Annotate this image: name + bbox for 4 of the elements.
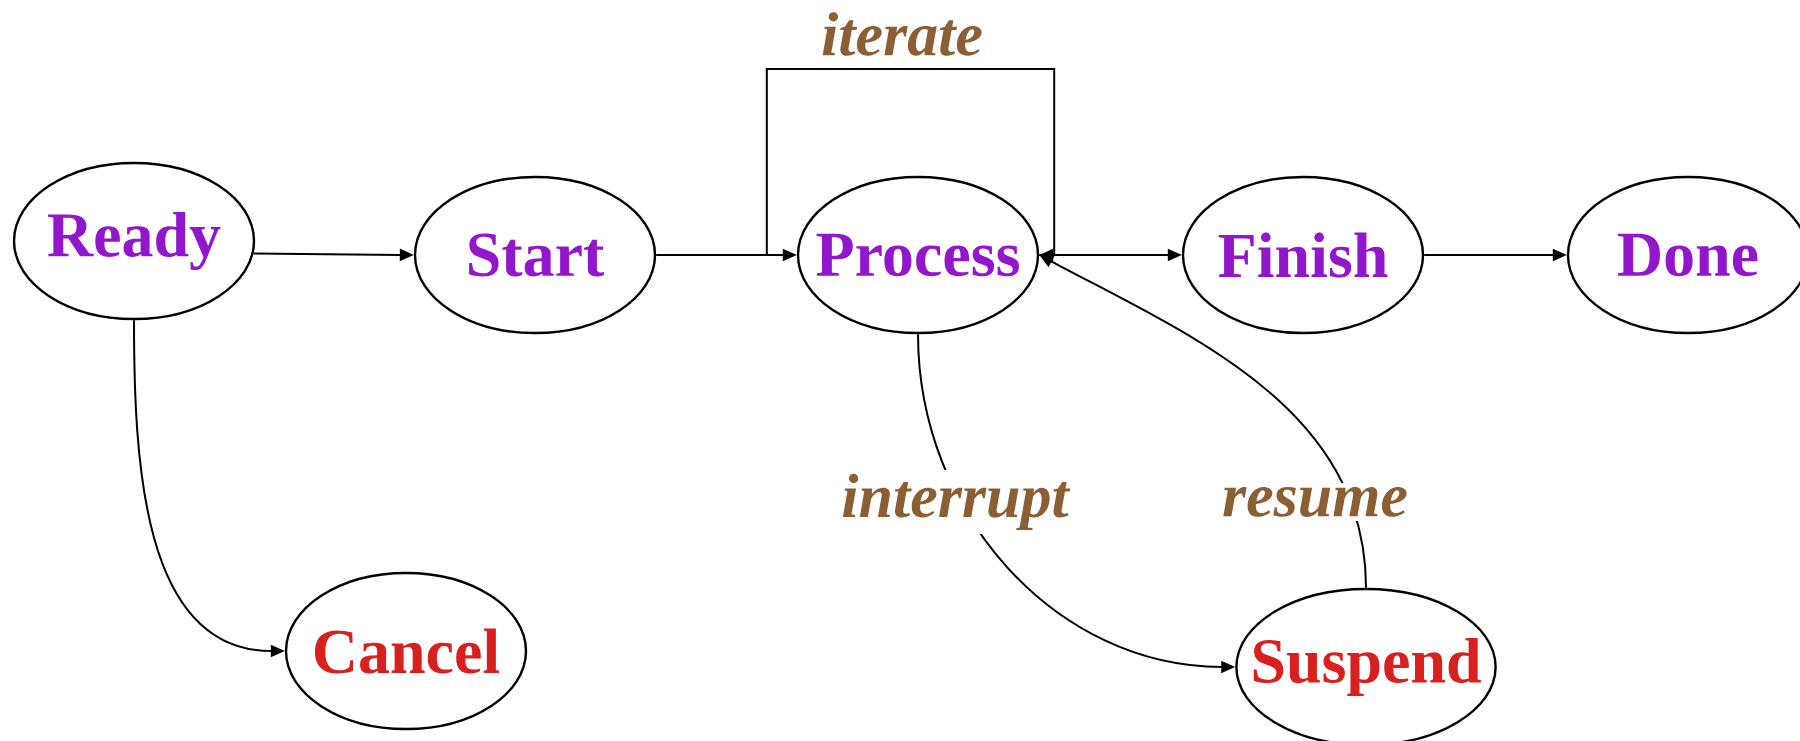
arrow [765, 68, 1056, 262]
edge-label: resume [1218, 483, 1412, 521]
edge-label: iterate [817, 8, 987, 60]
edge-label: interrupt [837, 469, 1073, 535]
